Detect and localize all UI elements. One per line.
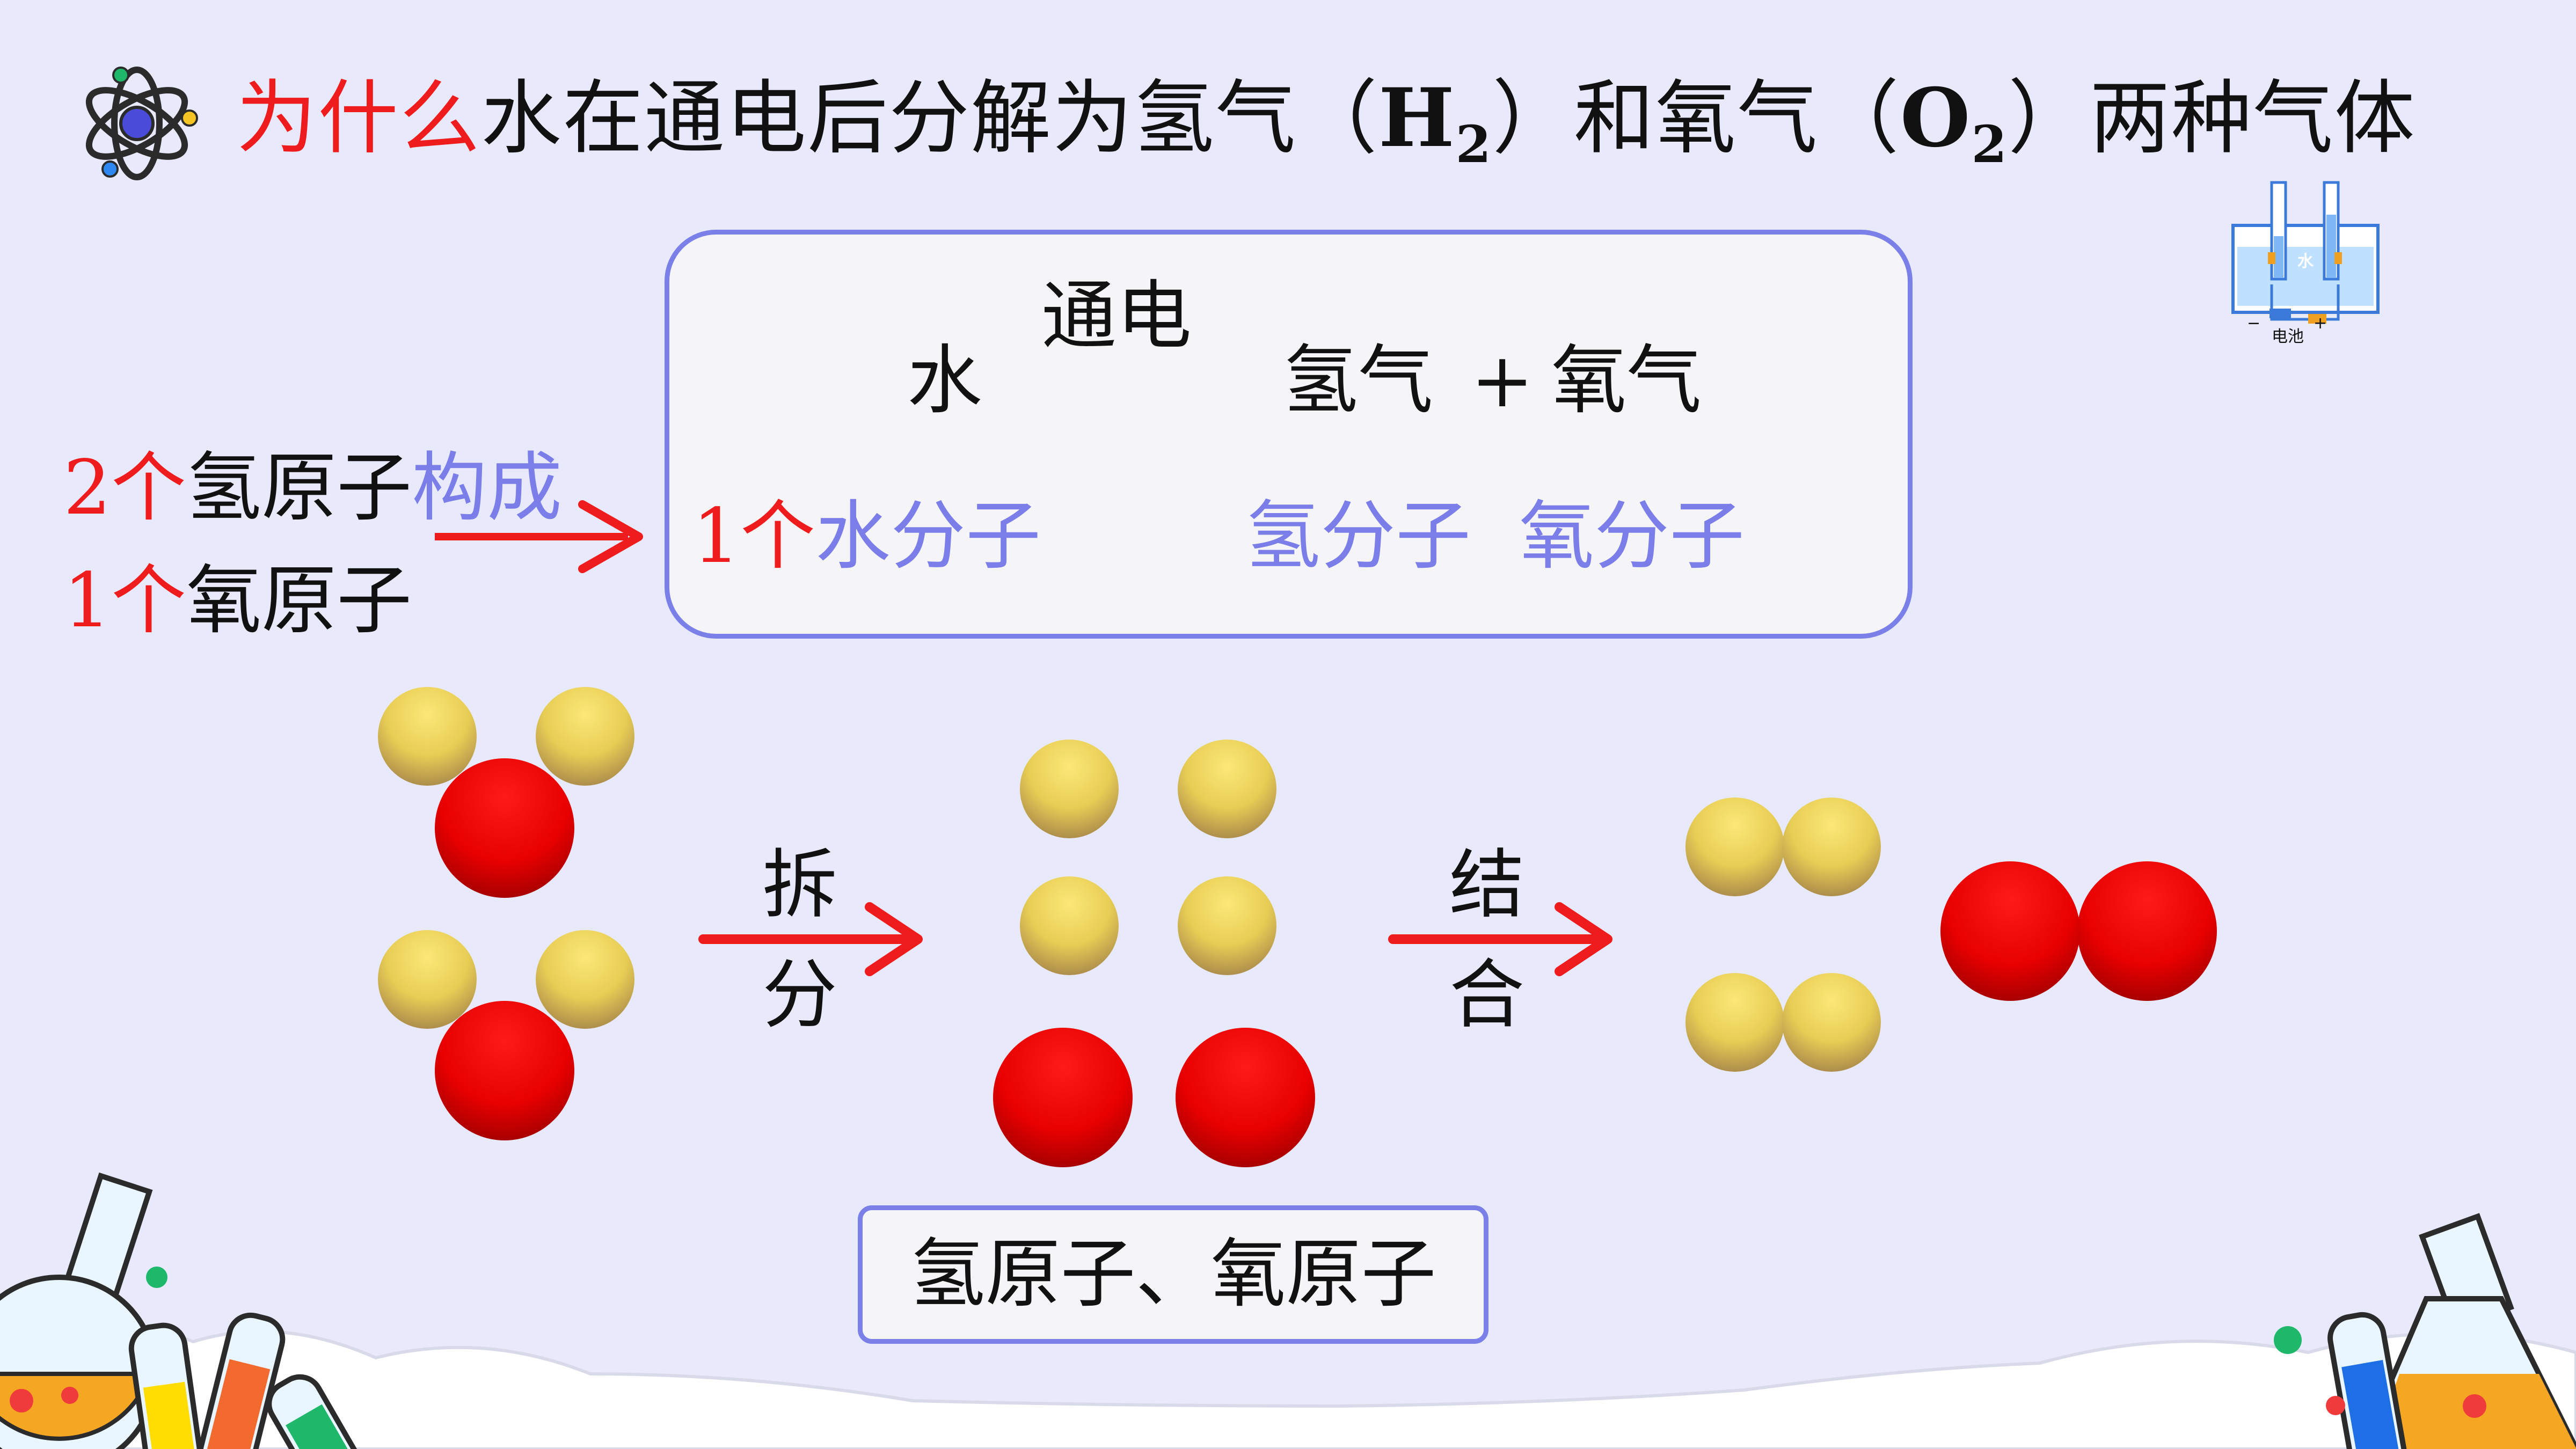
equation-box	[665, 230, 1913, 639]
atom-icon	[85, 67, 198, 180]
water-molecule-label: 1个水分子	[692, 493, 1041, 580]
constitutes-arrow	[435, 500, 643, 573]
equation-product-hydrogen: 氢气	[1283, 337, 1434, 425]
oxygen-atom	[993, 1028, 1133, 1167]
test-tube-icon	[128, 1267, 373, 1449]
hydrogen-atom	[1178, 740, 1276, 838]
composition-oxygen: 1个氧原子	[63, 557, 412, 645]
equation-reactant: 水	[907, 337, 983, 425]
oxygen-atom	[435, 758, 574, 898]
oxygen-atom	[1940, 861, 2080, 1001]
hydrogen-atom	[378, 930, 477, 1029]
flask-icon	[2359, 1213, 2576, 1449]
hydrogen-atom	[1685, 973, 1784, 1072]
hydrogen-atom	[1178, 876, 1276, 975]
water-molecule	[378, 930, 634, 1140]
equation-plus: +	[1471, 337, 1534, 425]
formula-o2: O2	[1900, 71, 2008, 174]
hydrogen-molecule	[1685, 973, 1881, 1072]
hydrogen-molecule-label: 氢分子	[1245, 493, 1471, 580]
slide-title: 为什么水在通电后分解为氢气（H2）和氧气（O2）两种气体	[236, 64, 2416, 199]
hydrogen-atom	[1020, 740, 1119, 838]
equation-condition: 通电	[1041, 273, 1192, 360]
hydrogen-molecule	[1685, 797, 1881, 896]
flask-icon	[0, 1172, 158, 1449]
hydrogen-atom	[1685, 797, 1784, 896]
hydrogen-atom	[536, 930, 634, 1029]
title-part3: ）两种气体	[2008, 72, 2416, 165]
oxygen-molecule	[1940, 861, 2217, 1001]
hydrogen-atom	[1020, 876, 1119, 975]
split-arrow	[698, 902, 923, 976]
summary-text: 氢原子、氧原子	[910, 1231, 1436, 1318]
equation-product-oxygen: 氧气	[1551, 337, 1702, 425]
summary-box: 氢原子、氧原子	[858, 1205, 1488, 1344]
apparatus-water-label: 水	[2297, 252, 2314, 271]
test-tube-icon	[2274, 1312, 2407, 1449]
composition-hydrogen: 2个氢原子构成	[63, 444, 563, 532]
apparatus-minus: −	[2247, 314, 2261, 333]
oxygen-atom	[1176, 1028, 1315, 1167]
split-label-1: 拆	[762, 841, 838, 929]
cloud-decoration	[0, 1323, 2576, 1449]
title-question: 为什么	[236, 72, 481, 165]
apparatus-plus: +	[2314, 314, 2327, 333]
oxygen-atom	[435, 1001, 574, 1140]
hydrogen-atom	[1782, 797, 1881, 896]
hydrogen-atom	[1782, 973, 1881, 1072]
combine-label-2: 合	[1449, 952, 1525, 1039]
electrolysis-apparatus-icon	[2231, 181, 2380, 324]
hydrogen-atom	[378, 687, 477, 786]
oxygen-atom	[2077, 861, 2217, 1001]
title-part2: ）和氧气（	[1492, 72, 1900, 165]
water-molecule	[378, 687, 634, 898]
separated-atoms	[993, 740, 1315, 1167]
apparatus-battery-label: 电池	[2272, 327, 2304, 346]
formula-h2: H2	[1378, 71, 1492, 174]
oxygen-molecule-label: 氧分子	[1519, 493, 1745, 580]
title-part1: 水在通电后分解为氢气（	[481, 72, 1379, 165]
combine-arrow	[1388, 902, 1612, 976]
hydrogen-atom	[536, 687, 634, 786]
combine-label-1: 结	[1449, 841, 1525, 929]
split-label-2: 分	[762, 952, 838, 1039]
